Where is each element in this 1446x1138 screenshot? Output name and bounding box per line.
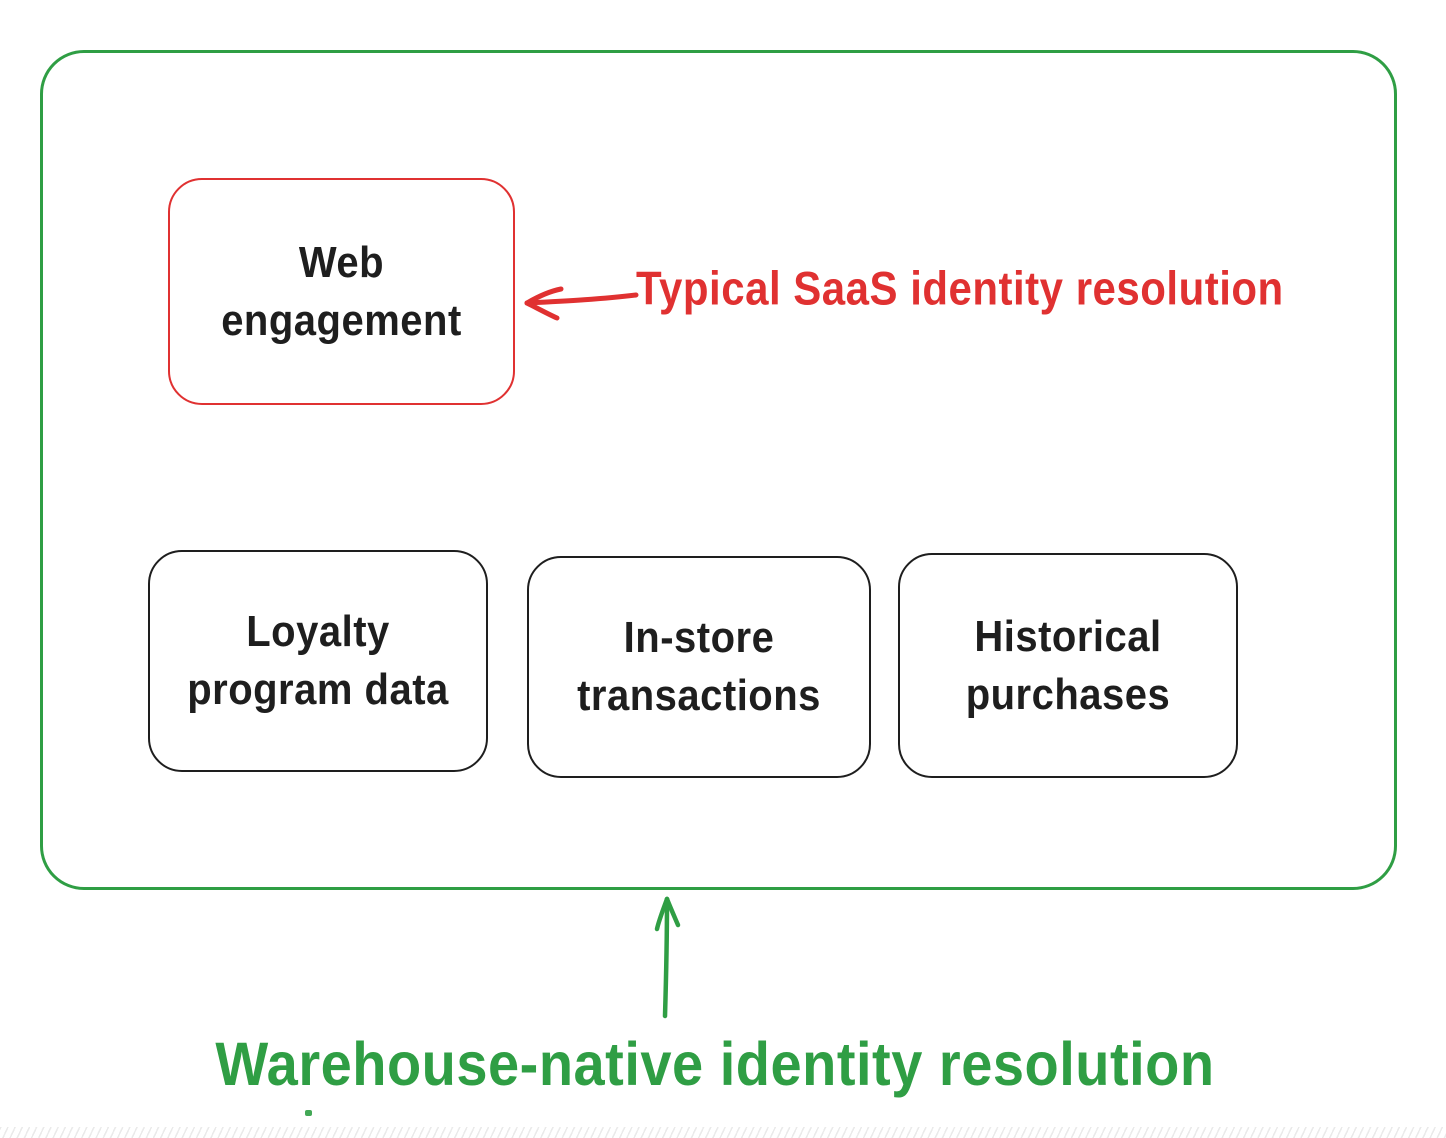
bottom-edge-texture xyxy=(0,1127,1446,1138)
node-loyalty-program-data: Loyalty program data xyxy=(148,550,488,772)
node-label: In-store transactions xyxy=(577,614,821,720)
node-label: Loyalty program data xyxy=(187,608,449,714)
node-web-engagement: Web engagement xyxy=(168,178,515,405)
arrow-up-icon xyxy=(654,896,681,1019)
node-label: Historical purchases xyxy=(965,612,1171,719)
warehouse-group-box xyxy=(40,50,1397,890)
stray-pen-mark xyxy=(305,1110,312,1116)
arrow-left-icon xyxy=(524,286,639,321)
node-historical-purchases: Historical purchases xyxy=(898,553,1238,778)
node-label: Web engagement xyxy=(221,238,462,345)
node-in-store-transactions: In-store transactions xyxy=(527,556,871,778)
saas-annotation-label: Typical SaaS identity resolution xyxy=(636,262,1284,315)
warehouse-caption: Warehouse-native identity resolution xyxy=(215,1029,1215,1099)
